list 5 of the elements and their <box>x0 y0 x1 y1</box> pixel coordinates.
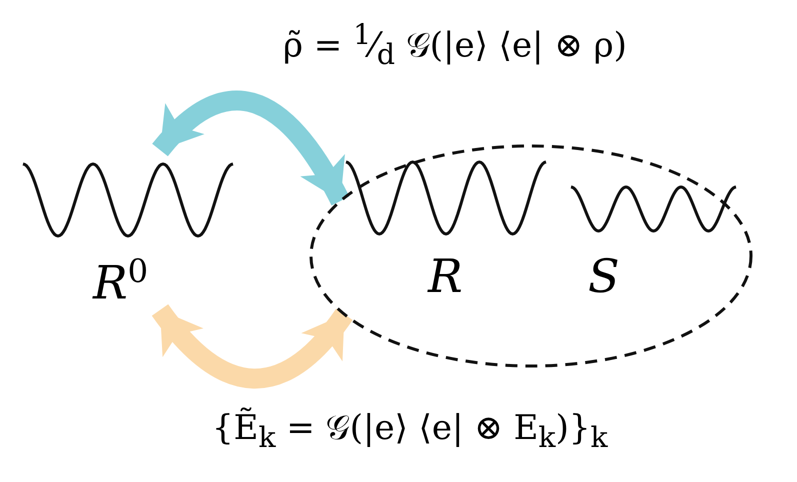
curved-arrow <box>152 90 350 206</box>
wave-label: S <box>588 253 620 299</box>
wave-label: R$^{0}$ <box>93 255 148 306</box>
curved-arrow <box>152 304 352 388</box>
wave-label: R <box>428 253 463 299</box>
